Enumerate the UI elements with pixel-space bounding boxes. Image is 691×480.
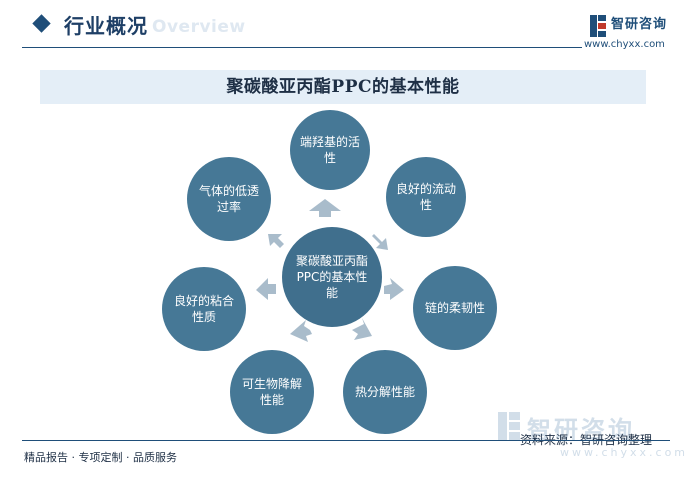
- header-title: 行业概况: [64, 14, 148, 38]
- arrow-lower-right: [352, 318, 372, 340]
- property-label: 可生物降解性能: [241, 377, 302, 407]
- property-label: 端羟基的活性: [299, 135, 360, 165]
- property-node-thermal-decomposition: 热分解性能: [343, 350, 427, 434]
- watermark-url: www.chyxx.com: [560, 446, 689, 459]
- header-brand: 智研咨询: [611, 17, 668, 32]
- property-label: 良好的粘合性质: [173, 294, 234, 324]
- property-node-adhesion: 良好的粘合性质: [162, 267, 246, 351]
- property-label: 良好的流动性: [395, 182, 456, 212]
- diagram-title-band: 聚碳酸亚丙酯PPC的基本性能: [40, 70, 646, 104]
- diagram-title: 聚碳酸亚丙酯PPC的基本性能: [226, 77, 460, 97]
- watermark-logo-icon: [498, 412, 520, 440]
- watermark-brand: 智研咨询: [527, 416, 635, 444]
- arrow-upper-left: [268, 234, 284, 248]
- arrow-right: [384, 278, 404, 300]
- header-divider: [22, 47, 582, 48]
- header-url: www.chyxx.com: [584, 39, 665, 50]
- arrow-lower-left: [290, 320, 312, 342]
- property-node-low-gas-permeability: 气体的低透过率: [187, 157, 271, 241]
- footer-divider: [22, 440, 670, 441]
- footer-tagline: 精品报告 · 专项定制 · 品质服务: [24, 451, 177, 464]
- center-label: 聚碳酸亚丙酯PPC的基本性能: [295, 254, 368, 300]
- property-label: 气体的低透过率: [198, 184, 259, 214]
- header-subtitle: Overview: [152, 17, 246, 37]
- brand-logo-icon: [590, 15, 606, 37]
- property-node-hydroxyl-activity: 端羟基的活性: [290, 110, 370, 190]
- header: Overview 行业概况 智研咨询 www.chyxx.com: [0, 0, 691, 50]
- property-node-chain-flexibility: 链的柔韧性: [413, 266, 497, 350]
- center-node: 聚碳酸亚丙酯PPC的基本性能: [282, 227, 382, 327]
- property-node-flowability: 良好的流动性: [386, 157, 466, 237]
- property-node-biodegradability: 可生物降解性能: [230, 350, 314, 434]
- property-label: 热分解性能: [354, 385, 415, 399]
- arrow-upper-right: [372, 234, 388, 250]
- property-label: 链的柔韧性: [424, 301, 485, 315]
- arrow-left: [256, 278, 276, 300]
- arrow-up: [309, 199, 341, 217]
